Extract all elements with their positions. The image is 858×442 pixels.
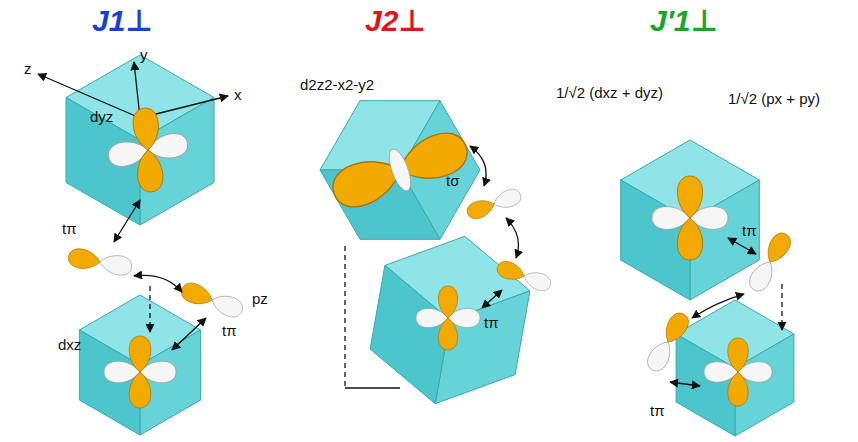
orbital-lobe: [728, 372, 748, 406]
orbital-lobe: [129, 372, 151, 408]
orbital-label: pz: [252, 290, 268, 307]
orbital-lobe: [491, 187, 523, 212]
orbital-label: dxz: [58, 336, 81, 353]
p-orbital: [67, 247, 133, 277]
dz2-orbital: [327, 126, 473, 213]
orbital-lobe: [98, 253, 133, 277]
orbital-lobe: [677, 218, 702, 260]
hopping-arrow: [114, 200, 140, 242]
hopping-arrow: [728, 238, 756, 254]
hopping-label: tπ: [222, 322, 237, 339]
hopping-label: tπ: [62, 220, 77, 237]
upper-cube: [621, 140, 760, 300]
lower-cube: [370, 236, 530, 403]
p-orbital: [746, 229, 795, 294]
orbital-lobe: [179, 280, 216, 309]
orbital-lobe: [728, 338, 748, 372]
guide-line: [345, 387, 400, 388]
orbital-torus: [385, 147, 415, 194]
dashed-guide: [344, 246, 345, 388]
hopping-arrow: [172, 318, 206, 350]
p-orbital: [495, 259, 553, 294]
orbital-lobe: [677, 176, 702, 218]
hopping-label: tπ: [650, 402, 665, 419]
orbital-lobe: [209, 291, 246, 320]
hopping-label: tπ: [484, 314, 499, 331]
d-orbital: [104, 336, 176, 408]
axis-arrow: [38, 74, 140, 118]
p-orbital: [465, 187, 523, 222]
hopping-arrow: [134, 275, 182, 292]
axis-label: x: [234, 86, 242, 103]
orbital-lobe: [438, 318, 457, 350]
dashed-arrow: [781, 284, 782, 330]
orbital-lobe: [495, 259, 527, 284]
cube-face: [676, 334, 735, 436]
p-orbital: [179, 280, 246, 320]
orbital-lobe: [67, 247, 102, 271]
orbital-label: 1/√2 (px + py): [728, 90, 820, 107]
orbital-lobe: [465, 196, 497, 221]
panel-title: J'1⊥: [650, 4, 718, 39]
axes: [38, 62, 228, 118]
upper-cube: [320, 101, 480, 240]
hopping-arrow: [692, 294, 744, 318]
p-orbital: [644, 309, 693, 374]
orbital-lobe: [135, 149, 164, 193]
hopping-arrow: [470, 146, 486, 186]
lower-cube: [79, 295, 200, 435]
axis-label: y: [140, 46, 148, 63]
d-orbital: [107, 107, 190, 193]
orbital-label: dyz: [90, 108, 113, 125]
lower-cube: [676, 300, 794, 436]
dashed-arrow: [149, 286, 150, 332]
orbital-lobe: [438, 286, 457, 318]
hopping-label: tσ: [446, 172, 459, 189]
hopping-label: tπ: [742, 222, 757, 239]
orbital-lobe: [746, 257, 779, 294]
orbital-lobe: [129, 336, 151, 372]
hopping-arrow: [482, 290, 502, 308]
axis-label: z: [24, 60, 32, 77]
orbital-lobe: [644, 337, 677, 374]
d-orbital: [704, 338, 772, 406]
orbital-lobe: [762, 229, 795, 266]
d-orbital: [416, 286, 480, 350]
upper-cube: [66, 55, 214, 225]
orbital-lobe: [521, 268, 553, 293]
hopping-arrow: [506, 218, 518, 258]
panel-title: J2⊥: [365, 4, 426, 39]
orbital-lobe: [132, 107, 161, 151]
panel-title: J1⊥: [92, 4, 153, 39]
cube-face: [370, 265, 450, 403]
orbital-lobe: [660, 309, 693, 346]
orbital-label: 1/√2 (dxz + dyz): [556, 84, 663, 101]
hopping-arrow: [670, 382, 700, 386]
d-orbital: [652, 176, 728, 260]
orbital-label: d2z2-x2-y2: [300, 76, 374, 93]
